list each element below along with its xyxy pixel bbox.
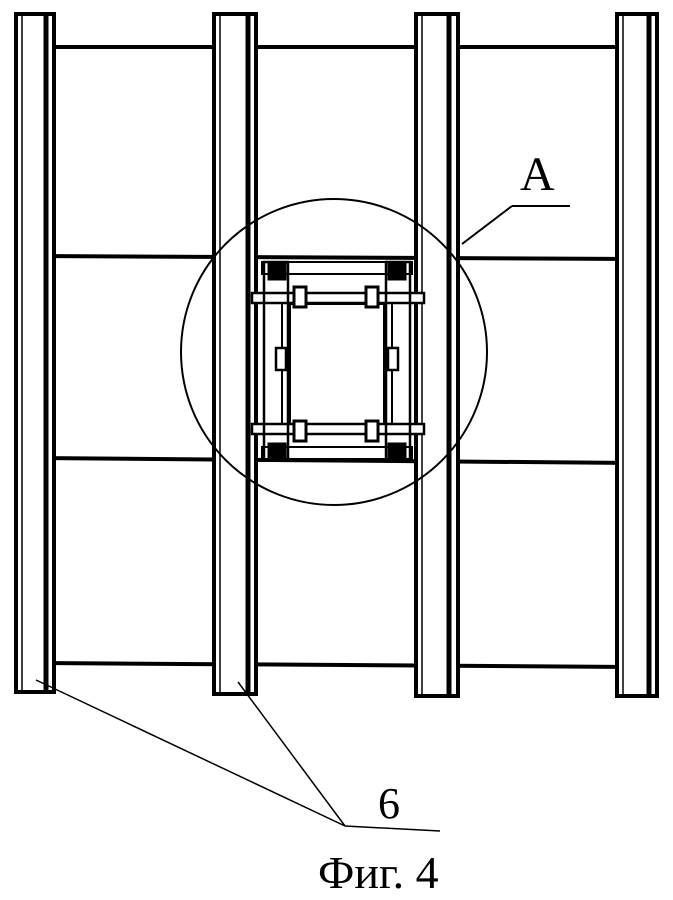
bolt [292,419,308,443]
vertical-columns [14,12,659,698]
column-2 [212,12,258,696]
rail-lower-middle [35,456,637,465]
top-crossbar [250,291,426,305]
bolt [364,419,380,443]
rail-bottom [41,661,633,669]
horizontal-rails [32,44,638,669]
inner-square [289,303,385,425]
column-4 [615,12,659,698]
rail-upper-middle [35,254,637,261]
column-3 [414,12,460,698]
figure-caption: Фиг. 4 [318,847,439,898]
corner-block [387,261,407,281]
side-clip [274,346,288,372]
side-clip [386,346,400,372]
detail-leader [461,205,570,245]
top-frame-bar [261,261,413,275]
detail-circle [180,198,488,506]
corner-block [267,442,287,461]
bolt [292,285,308,309]
corner-block [267,261,287,281]
detail-label: A [520,148,555,201]
part-number: 6 [378,779,400,828]
column-1 [14,12,56,694]
central-frame-assembly [250,260,426,462]
bottom-frame-bar [261,446,413,460]
part-leaders [35,679,441,832]
corner-block [387,442,407,461]
bolt [364,285,380,309]
bottom-crossbar [250,422,426,436]
